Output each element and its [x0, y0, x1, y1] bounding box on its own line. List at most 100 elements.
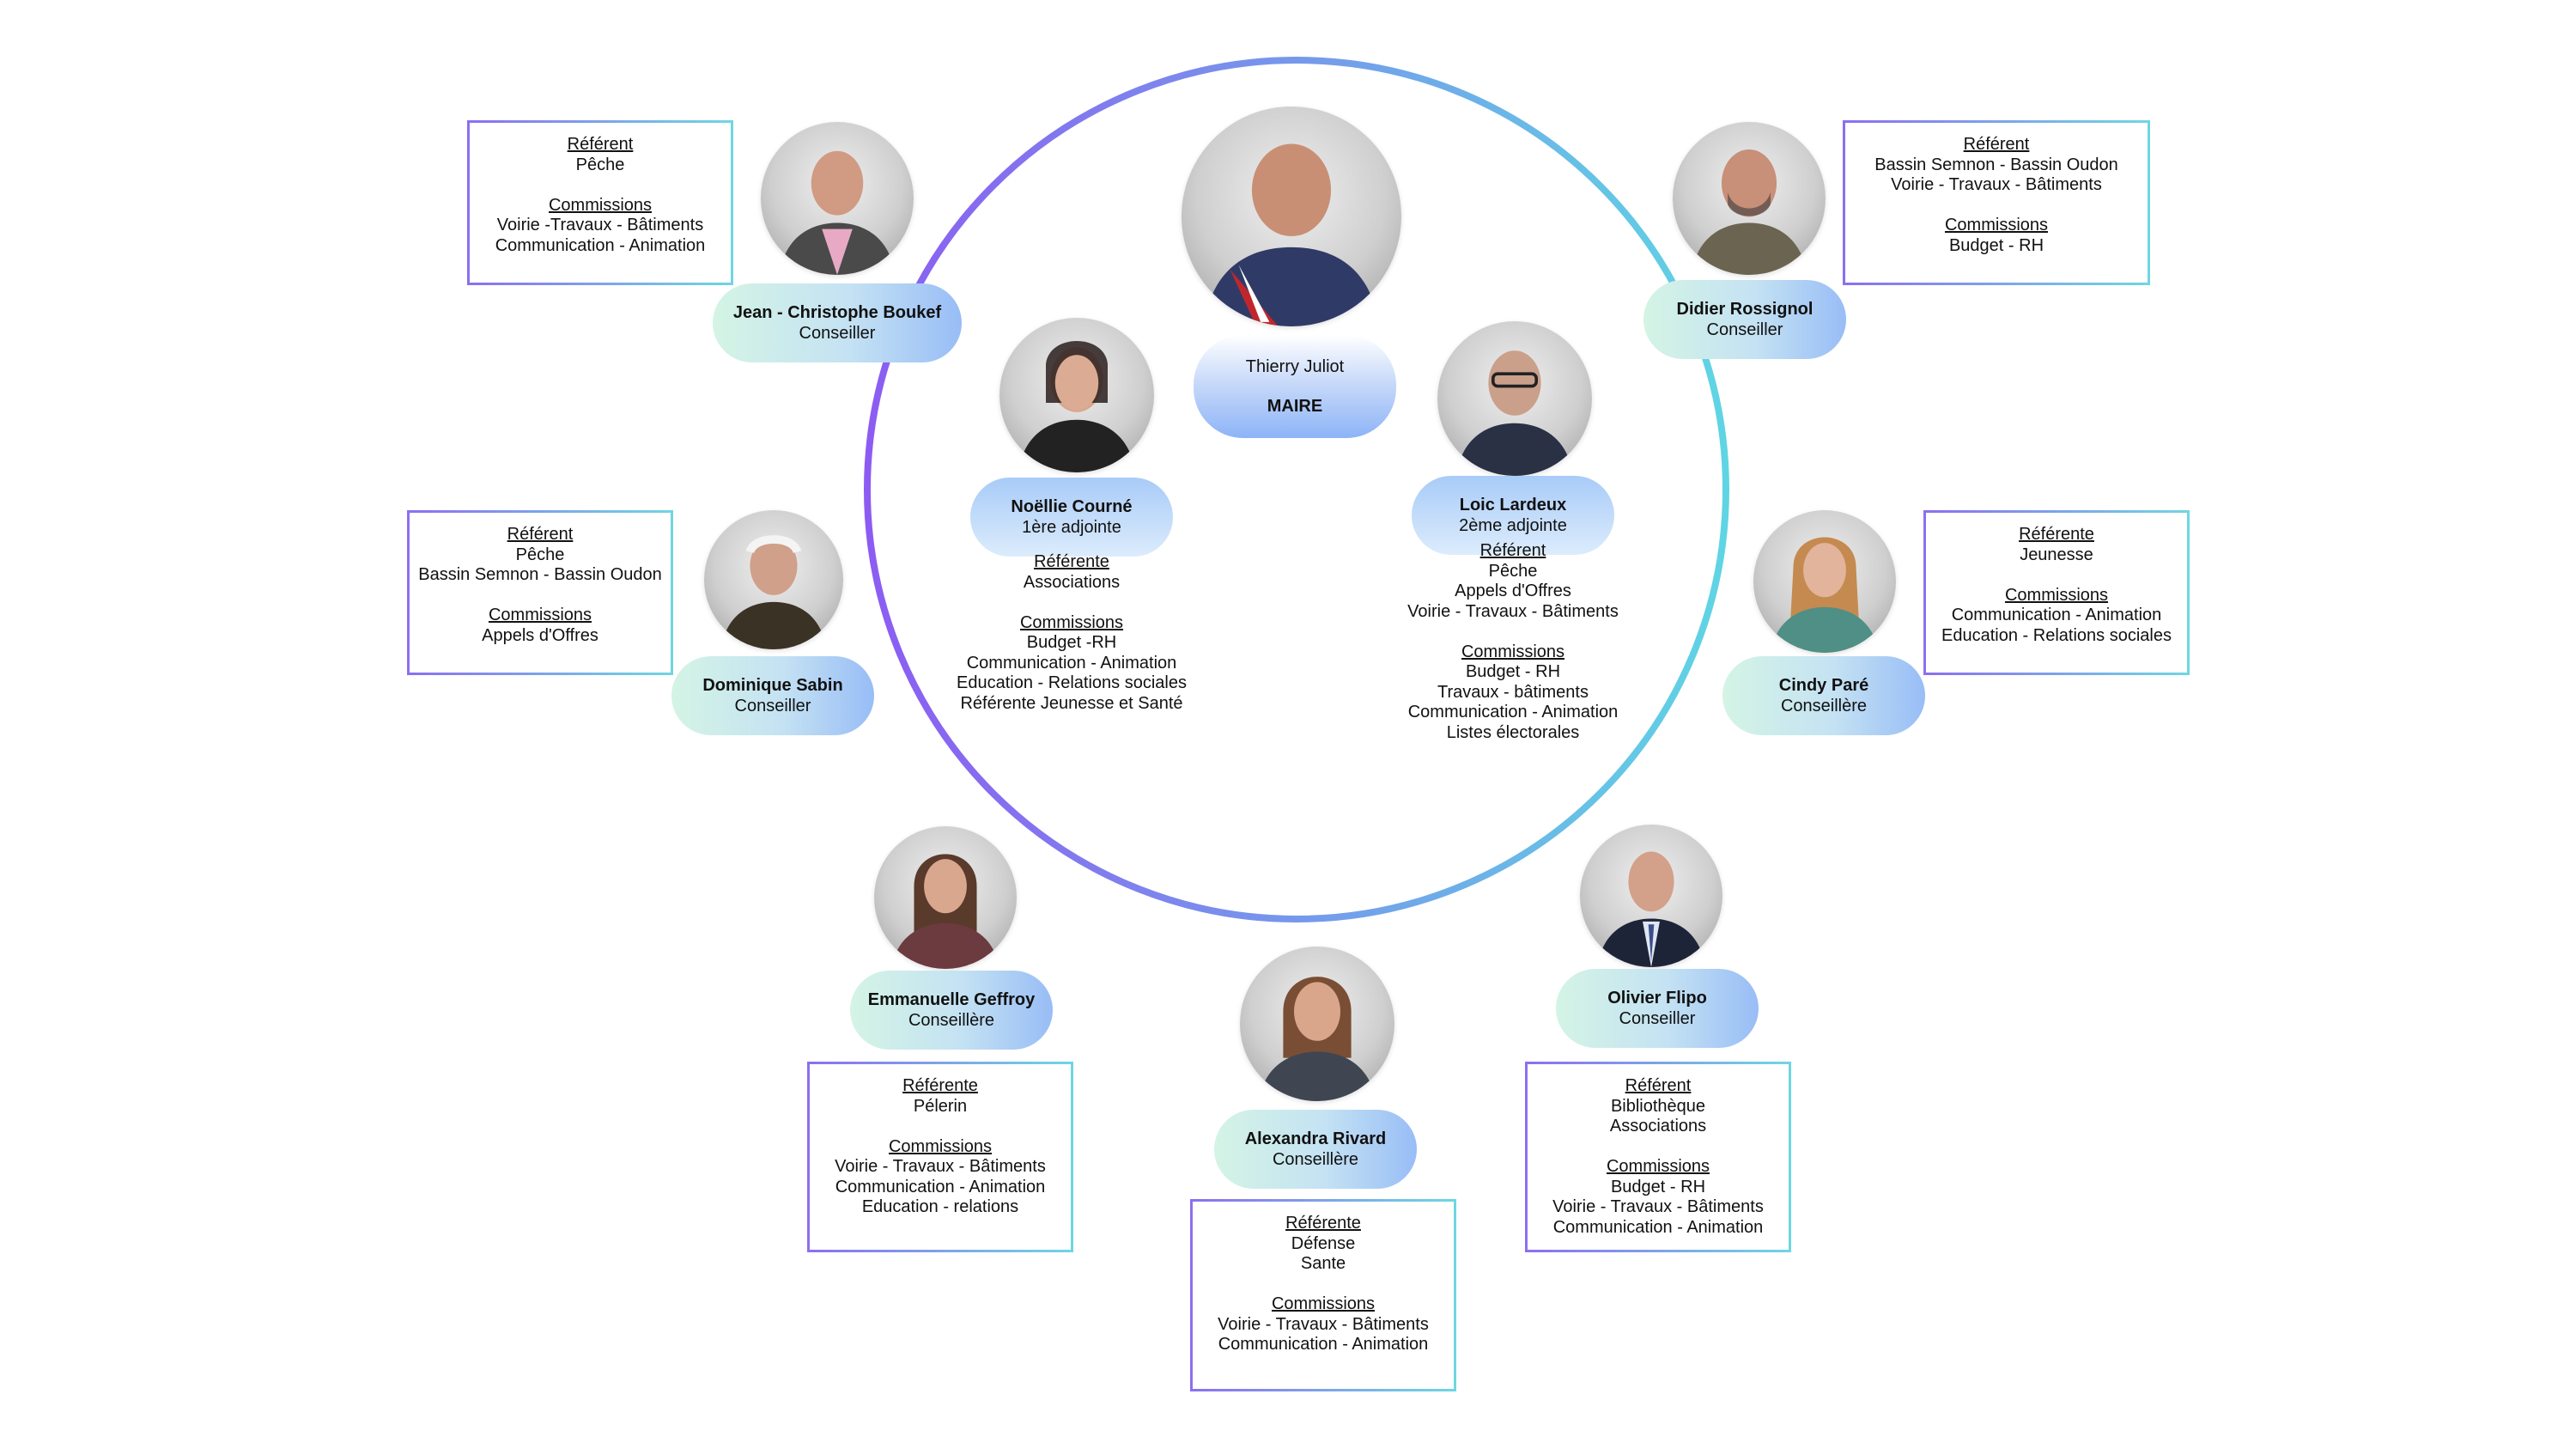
- rivard-referent-title: Référente: [1285, 1214, 1361, 1233]
- sabin-photo: [704, 510, 843, 649]
- person-icon: [1596, 851, 1706, 967]
- adjoint2-referent-item: Pêche: [1488, 561, 1538, 581]
- geffroy-name: Emmanuelle Geffroy: [867, 990, 1036, 1009]
- flipo-commissions-title: Commissions: [1606, 1157, 1710, 1176]
- sabin-commission-item: Appels d'Offres: [482, 625, 598, 645]
- adjoint2-info: Référent Pêche Appels d'Offres Voirie - …: [1376, 541, 1650, 743]
- sabin-referent-title: Référent: [507, 525, 574, 544]
- adjoint1-label: Noëllie Courné 1ère adjointe: [970, 478, 1173, 557]
- adjoint1-referent-title: Référente: [1034, 552, 1109, 571]
- person-icon: [1018, 341, 1136, 472]
- rossignol-commissions-title: Commissions: [1944, 216, 2049, 234]
- mayor-photo: [1182, 107, 1401, 326]
- boukef-photo: [761, 122, 914, 275]
- adjoint1-commission-item: Budget -RH: [1026, 633, 1117, 652]
- geffroy-role: Conseillère: [908, 1011, 995, 1030]
- rossignol-card: Référent Bassin Semnon - Bassin Oudon Vo…: [1843, 120, 2150, 285]
- adjoint2-commission-item: Communication - Animation: [1407, 703, 1619, 721]
- flipo-referent-title: Référent: [1625, 1076, 1692, 1095]
- adjoint2-photo: [1437, 321, 1592, 476]
- pare-card: Référente Jeunesse Commissions Communica…: [1923, 510, 2190, 675]
- rossignol-commission-item: Budget - RH: [1948, 235, 2044, 255]
- flipo-referent-item: Associations: [1609, 1117, 1707, 1135]
- flipo-name: Olivier Flipo: [1607, 989, 1707, 1008]
- adjoint1-photo: [999, 318, 1154, 472]
- person-icon: [1691, 149, 1807, 275]
- adjoint2-commission-item: Budget - RH: [1465, 662, 1561, 681]
- person-icon: [1770, 537, 1880, 653]
- boukef-card: Référent Pêche Commissions Voirie -Trava…: [467, 120, 733, 285]
- rossignol-role: Conseiller: [1706, 320, 1783, 339]
- adjoint2-label: Loic Lardeux 2ème adjointe: [1412, 476, 1614, 555]
- adjoint1-name: Noëllie Courné: [1011, 497, 1133, 516]
- adjoint1-commission-item: Référente Jeunesse et Santé: [960, 693, 1183, 713]
- rivard-referent-item: Sante: [1300, 1254, 1346, 1273]
- rossignol-name: Didier Rossignol: [1676, 300, 1814, 319]
- rivard-commission-item: Voirie - Travaux - Bâtiments: [1218, 1314, 1429, 1334]
- adjoint1-commission-item: Communication - Animation: [966, 653, 1177, 673]
- rossignol-label: Didier Rossignol Conseiller: [1643, 280, 1846, 359]
- rossignol-photo: [1673, 122, 1826, 275]
- adjoint2-referent-title: Référent: [1479, 541, 1546, 560]
- person-icon: [1258, 977, 1376, 1101]
- flipo-card: Référent Bibliothèque Associations Commi…: [1525, 1062, 1791, 1252]
- pare-referent-item: Jeunesse: [2020, 545, 2093, 564]
- adjoint1-commissions-title: Commissions: [1019, 612, 1124, 632]
- geffroy-referent-item: Pélerin: [913, 1096, 968, 1116]
- rivard-card: Référente Défense Sante Commissions Voir…: [1190, 1199, 1456, 1391]
- boukef-commissions-title: Commissions: [548, 195, 653, 215]
- adjoint2-commission-item: Listes électorales: [1446, 722, 1580, 742]
- adjoint1-referent-item: Associations: [1023, 572, 1121, 592]
- geffroy-label: Emmanuelle Geffroy Conseillère: [850, 971, 1053, 1050]
- adjoint1-role: 1ère adjointe: [1022, 518, 1121, 537]
- flipo-photo: [1580, 825, 1722, 967]
- pare-role: Conseillère: [1780, 697, 1868, 715]
- boukef-commission-item: Communication - Animation: [495, 235, 706, 255]
- sabin-label: Dominique Sabin Conseiller: [671, 656, 874, 735]
- rivard-name: Alexandra Rivard: [1244, 1129, 1387, 1148]
- geffroy-commission-item: Voirie - Travaux - Bâtiments: [835, 1157, 1046, 1176]
- sabin-name: Dominique Sabin: [702, 676, 843, 695]
- geffroy-commission-item: Education - relations: [861, 1197, 1019, 1216]
- pare-referent-title: Référente: [2019, 525, 2094, 544]
- mayor-label: Thierry Juliot MAIRE: [1194, 335, 1396, 438]
- adjoint2-name: Loic Lardeux: [1459, 496, 1567, 514]
- rivard-role: Conseillère: [1272, 1150, 1359, 1169]
- sabin-card: Référent Pêche Bassin Semnon - Bassin Ou…: [407, 510, 673, 675]
- geffroy-commission-item: Communication - Animation: [835, 1177, 1046, 1196]
- geffroy-commissions-title: Commissions: [888, 1136, 993, 1156]
- rivard-commission-item: Communication - Animation: [1218, 1335, 1429, 1354]
- boukef-name: Jean - Christophe Boukef: [732, 303, 942, 322]
- boukef-label: Jean - Christophe Boukef Conseiller: [713, 283, 962, 362]
- adjoint1-info: Référente Associations Commissions Budge…: [927, 552, 1216, 714]
- pare-label: Cindy Paré Conseillère: [1722, 656, 1925, 735]
- person-icon: [1203, 143, 1380, 326]
- pare-commission-item: Education - Relations sociales: [1941, 625, 2172, 645]
- sabin-role: Conseiller: [734, 697, 811, 715]
- geffroy-referent-title: Référente: [902, 1076, 978, 1095]
- adjoint1-commission-item: Education - Relations sociales: [957, 673, 1187, 692]
- rivard-photo: [1240, 947, 1394, 1101]
- pare-commission-item: Communication - Animation: [1951, 606, 2162, 624]
- flipo-commission-item: Budget - RH: [1610, 1177, 1706, 1196]
- flipo-role: Conseiller: [1619, 1009, 1696, 1028]
- adjoint2-commissions-title: Commissions: [1461, 642, 1565, 661]
- person-icon: [890, 854, 1000, 969]
- adjoint2-referent-item: Appels d'Offres: [1455, 581, 1571, 600]
- geffroy-card: Référente Pélerin Commissions Voirie - T…: [807, 1062, 1073, 1252]
- person-icon: [720, 535, 827, 649]
- person-icon: [779, 150, 896, 275]
- rivard-commissions-title: Commissions: [1271, 1294, 1376, 1313]
- boukef-commission-item: Voirie -Travaux - Bâtiments: [496, 216, 704, 234]
- pare-name: Cindy Paré: [1778, 676, 1869, 695]
- rivard-label: Alexandra Rivard Conseillère: [1214, 1110, 1417, 1189]
- boukef-role: Conseiller: [799, 324, 876, 343]
- pare-commissions-title: Commissions: [2004, 585, 2109, 605]
- sabin-referent-item: Bassin Semnon - Bassin Oudon: [418, 565, 662, 584]
- adjoint2-commission-item: Travaux - bâtiments: [1437, 682, 1589, 702]
- rossignol-referent-item: Bassin Semnon - Bassin Oudon: [1874, 155, 2118, 174]
- pare-photo: [1753, 510, 1896, 653]
- adjoint2-referent-item: Voirie - Travaux - Bâtiments: [1407, 601, 1619, 621]
- person-icon: [1455, 350, 1574, 476]
